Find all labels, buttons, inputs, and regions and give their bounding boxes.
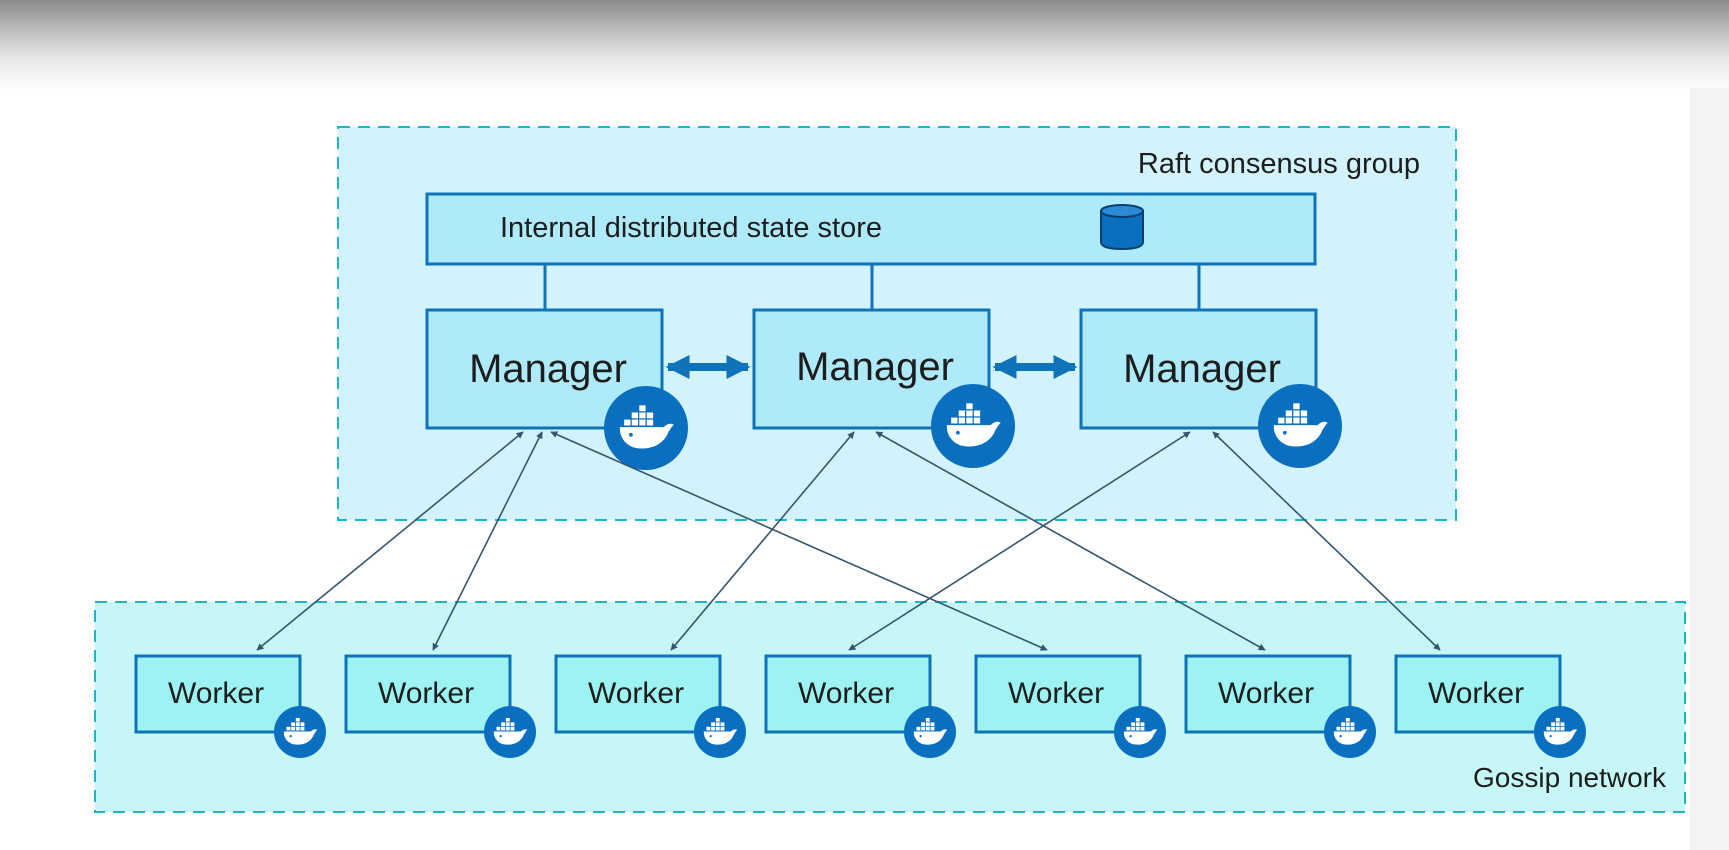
docker-whale-icon: [931, 384, 1015, 468]
worker-node: Worker: [134, 654, 326, 758]
worker-link: [670, 431, 855, 651]
worker-label: Worker: [588, 677, 684, 710]
worker-link: [1212, 431, 1441, 651]
worker-node: Worker: [764, 654, 956, 758]
worker-node: Worker: [344, 654, 536, 758]
manager-label: Manager: [1123, 347, 1281, 391]
manager-worker-links: [256, 431, 1441, 651]
state-store-box: [425, 192, 1317, 266]
manager-node: Manager: [752, 308, 1015, 468]
docker-whale-icon: [1534, 706, 1586, 758]
worker-label: Worker: [1218, 677, 1314, 710]
manager-node: Manager: [1079, 308, 1342, 468]
top-shadow-band: [0, 0, 1729, 90]
worker-link: [432, 431, 543, 651]
worker-label: Worker: [1008, 677, 1104, 710]
docker-whale-icon: [1258, 384, 1342, 468]
right-edge-strip: [1690, 88, 1729, 850]
worker-link: [848, 431, 1191, 651]
worker-label: Worker: [798, 677, 894, 710]
docker-whale-icon: [604, 386, 688, 470]
worker-node: Worker: [1394, 654, 1586, 758]
raft-group-label: Raft consensus group: [1138, 148, 1420, 180]
database-icon: [1100, 204, 1144, 251]
worker-node: Worker: [554, 654, 746, 758]
docker-whale-icon: [694, 706, 746, 758]
docker-whale-icon: [904, 706, 956, 758]
docker-whale-icon: [1324, 706, 1376, 758]
manager-label: Manager: [796, 345, 954, 389]
worker-node: Worker: [974, 654, 1166, 758]
store-connectors: [543, 264, 1201, 310]
worker-label: Worker: [1428, 677, 1524, 710]
manager-label: Manager: [469, 347, 627, 391]
manager-node: Manager: [425, 308, 688, 470]
docker-whale-icon: [484, 706, 536, 758]
gossip-network-label: Gossip network: [1473, 762, 1667, 793]
worker-label: Worker: [378, 677, 474, 710]
worker-label: Worker: [168, 677, 264, 710]
worker-node: Worker: [1184, 654, 1376, 758]
docker-whale-icon: [274, 706, 326, 758]
state-store-label: Internal distributed state store: [500, 212, 882, 244]
docker-whale-icon: [1114, 706, 1166, 758]
